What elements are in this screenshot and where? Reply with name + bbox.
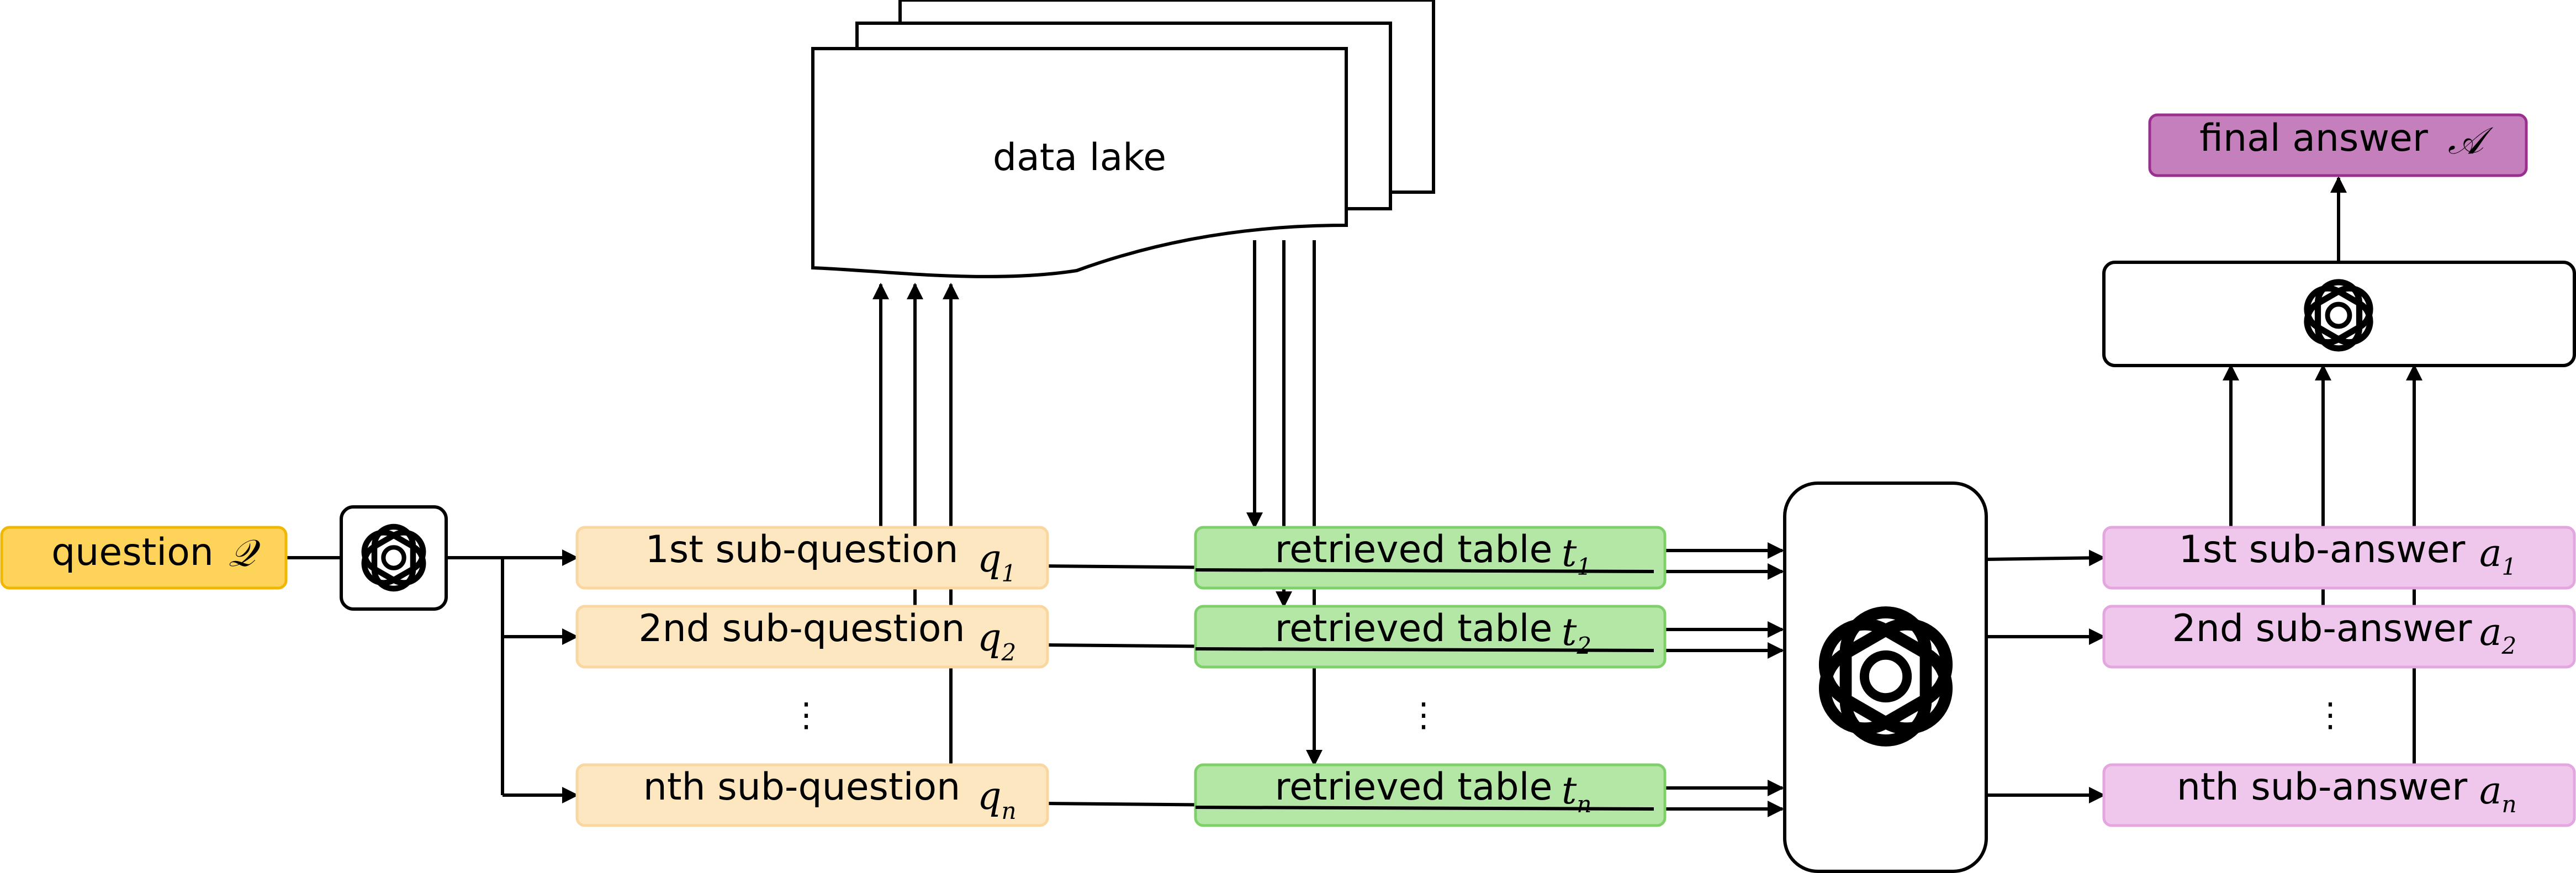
data-lake-label: data lake [993, 136, 1166, 179]
sub-answer-2: 2nd sub-answer a2 [2102, 605, 2576, 669]
sub-answer-n: nth sub-answer an [2102, 763, 2576, 827]
retrieved-table-symbol: t2 [1562, 611, 1591, 659]
retrieved-table-label: retrieved table [1275, 765, 1553, 809]
sub-question-symbol: q1 [977, 537, 1016, 587]
retrieved-table-n: retrieved table tn [1194, 763, 1667, 827]
sub-answer-label: 2nd sub-answer [2172, 607, 2472, 650]
retrieved-table-ellipsis: ⋮ [1407, 696, 1440, 734]
sub-answer-label: 1st sub-answer [2179, 528, 2466, 572]
retrieved-table-label: retrieved table [1275, 528, 1553, 572]
sub-question-2: 2nd sub-question q2 [575, 605, 1049, 669]
sub-answer-symbol: an [2479, 769, 2517, 818]
decomposer-llm [340, 505, 448, 611]
retrieved-table-1: retrieved table t1 [1194, 526, 1667, 590]
sub-answer-symbol: a1 [2479, 532, 2516, 580]
connectors [286, 176, 2422, 817]
final-answer-label: final answer [2199, 117, 2428, 160]
retrieved-table-symbol: tn [1562, 769, 1591, 818]
sub-question-n: nth sub-question qn [575, 763, 1049, 827]
final-answer-box: final answer 𝒜 [2148, 113, 2528, 177]
retrieved-table-label: retrieved table [1275, 607, 1553, 650]
aggregator-llm [2102, 261, 2576, 367]
sub-question-1: 1st sub-question q1 [575, 526, 1049, 590]
sub-answer-1: 1st sub-answer a1 [2102, 526, 2576, 590]
retrieved-table-2: retrieved table t2 [1194, 605, 1667, 669]
sub-question-ellipsis: ⋮ [790, 696, 823, 734]
sub-question-label: nth sub-question [643, 765, 960, 809]
sub-answer-label: nth sub-answer [2177, 765, 2467, 809]
question-box: question 𝒬 [0, 526, 288, 590]
sub-answer-ellipsis: ⋮ [2314, 696, 2347, 734]
crossing-lines [1195, 568, 1654, 811]
sub-question-label: 1st sub-question [646, 528, 959, 572]
retrieved-table-symbol: t1 [1562, 532, 1591, 580]
sub-question-label: 2nd sub-question [638, 607, 965, 650]
data-lake: data lake [811, 0, 1435, 278]
sub-question-symbol: q2 [977, 616, 1016, 666]
sub-answer-symbol: a2 [2479, 611, 2516, 659]
sub-question-symbol: qn [977, 775, 1017, 824]
question-label: question [51, 531, 214, 574]
reader-llm [1783, 482, 1988, 873]
